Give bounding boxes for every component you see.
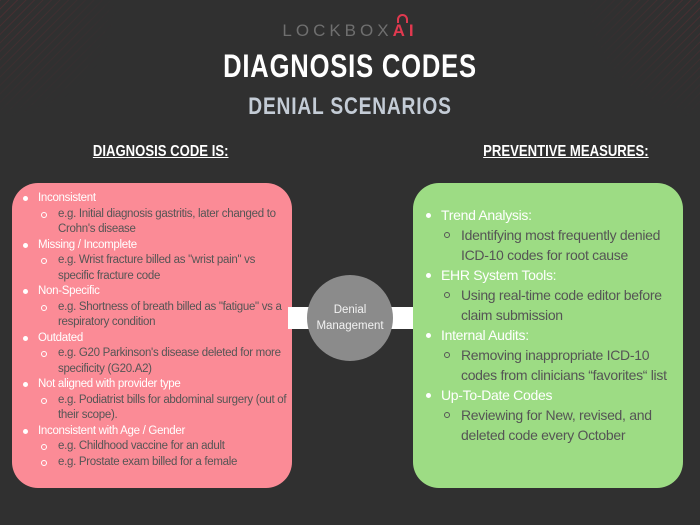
measure-detail: Identifying most frequently denied ICD-1… <box>421 225 677 265</box>
measure-detail: Reviewing for New, revised, and deleted … <box>421 405 677 445</box>
measure-detail: Removing inappropriate ICD-10 codes from… <box>421 345 677 385</box>
scenario-label: Non-Specific <box>38 285 100 297</box>
circle-bullet-icon <box>41 459 47 466</box>
circle-bullet-icon <box>41 304 47 311</box>
measures-panel: Trend Analysis: Identifying most frequent… <box>413 183 683 488</box>
detail-text: Using real-time code editor before claim… <box>461 287 662 323</box>
right-header: PREVENTIVE MEASURES: <box>483 143 649 160</box>
scenario-example: e.g. Shortness of breath billed as "fati… <box>18 300 288 331</box>
bullet-icon <box>426 333 431 338</box>
example-text: e.g. Podiatrist bills for abdominal surg… <box>58 393 287 422</box>
scenario-item: Inconsistent <box>18 191 288 207</box>
bullet-icon <box>426 393 431 398</box>
example-text: e.g. Prostate exam billed for a female <box>58 455 238 468</box>
page-subtitle: DENIAL SCENARIOS <box>248 93 452 120</box>
detail-text: Identifying most frequently denied ICD-1… <box>461 227 661 263</box>
logo-ai: AI <box>392 14 418 40</box>
scenario-item: Non-Specific <box>18 284 288 300</box>
scenario-example: e.g. Podiatrist bills for abdominal surg… <box>18 393 288 424</box>
circle-bullet-icon <box>41 351 47 357</box>
lock-icon <box>396 14 408 23</box>
scenario-label: Inconsistent <box>38 192 96 204</box>
measure-label: Internal Audits: <box>441 327 529 343</box>
scenario-example: e.g. Prostate exam billed for a female <box>18 455 288 471</box>
bullet-icon <box>23 242 28 248</box>
scenario-example: e.g. Childhood vaccine for an adult <box>18 439 288 455</box>
measure-item: Internal Audits: <box>421 325 677 345</box>
measure-label: EHR System Tools: <box>441 267 557 283</box>
circle-bullet-icon <box>41 258 47 264</box>
circle-bullet-icon <box>444 292 450 298</box>
measure-label: Up-To-Date Codes <box>441 387 553 403</box>
scenario-label: Inconsistent with Age / Gender <box>38 424 185 437</box>
center-line1: Denial <box>333 304 367 316</box>
bullet-icon <box>23 196 28 201</box>
circle-bullet-icon <box>41 397 47 404</box>
scenario-label: Missing / Incomplete <box>38 238 137 251</box>
page-title: DIAGNOSIS CODES <box>223 48 477 84</box>
detail-text: Reviewing for New, revised, and deleted … <box>461 407 652 443</box>
circle-bullet-icon <box>41 211 47 218</box>
scenario-example: e.g. G20 Parkinson's disease deleted for… <box>18 346 288 377</box>
bullet-icon <box>426 273 431 278</box>
logo-ai-text: AI <box>392 21 418 40</box>
example-text: e.g. Shortness of breath billed as "fati… <box>58 300 282 329</box>
circle-bullet-icon <box>444 232 450 238</box>
example-text: e.g. Initial diagnosis gastritis, later … <box>58 207 276 236</box>
scenario-example: e.g. Initial diagnosis gastritis, later … <box>18 207 288 238</box>
scenario-item: Missing / Incomplete <box>18 238 288 254</box>
example-text: e.g. Wrist fracture billed as "wrist pai… <box>58 254 256 282</box>
scenario-label: Outdated <box>38 331 83 344</box>
example-text: e.g. G20 Parkinson's disease deleted for… <box>58 347 281 375</box>
corner-decoration-right <box>580 0 700 120</box>
scenario-item: Not aligned with provider type <box>18 377 288 393</box>
measure-label: Trend Analysis: <box>441 207 532 223</box>
scenario-label: Not aligned with provider type <box>38 378 181 390</box>
center-line2: Management <box>316 320 384 332</box>
circle-bullet-icon <box>444 352 450 358</box>
scenario-example: e.g. Wrist fracture billed as "wrist pai… <box>18 253 288 284</box>
logo-text: LOCKBOX <box>282 21 393 40</box>
scenario-item: Inconsistent with Age / Gender <box>18 424 288 440</box>
bullet-icon <box>426 213 431 218</box>
measure-item: Up-To-Date Codes <box>421 385 677 405</box>
measure-item: Trend Analysis: <box>421 205 677 225</box>
detail-text: Removing inappropriate ICD-10 codes from… <box>461 347 667 383</box>
circle-bullet-icon <box>41 444 47 450</box>
circle-bullet-icon <box>444 412 450 418</box>
bullet-icon <box>23 335 28 341</box>
corner-decoration-left <box>0 0 120 120</box>
scenarios-panel: Inconsistent e.g. Initial diagnosis gastr… <box>12 183 292 488</box>
bullet-icon <box>23 428 28 434</box>
bullet-icon <box>23 382 28 387</box>
bullet-icon <box>23 289 28 294</box>
measure-item: EHR System Tools: <box>421 265 677 285</box>
example-text: e.g. Childhood vaccine for an adult <box>58 440 225 452</box>
measure-detail: Using real-time code editor before claim… <box>421 285 677 325</box>
scenario-item: Outdated <box>18 331 288 347</box>
left-header: DIAGNOSIS CODE IS: <box>92 143 229 160</box>
